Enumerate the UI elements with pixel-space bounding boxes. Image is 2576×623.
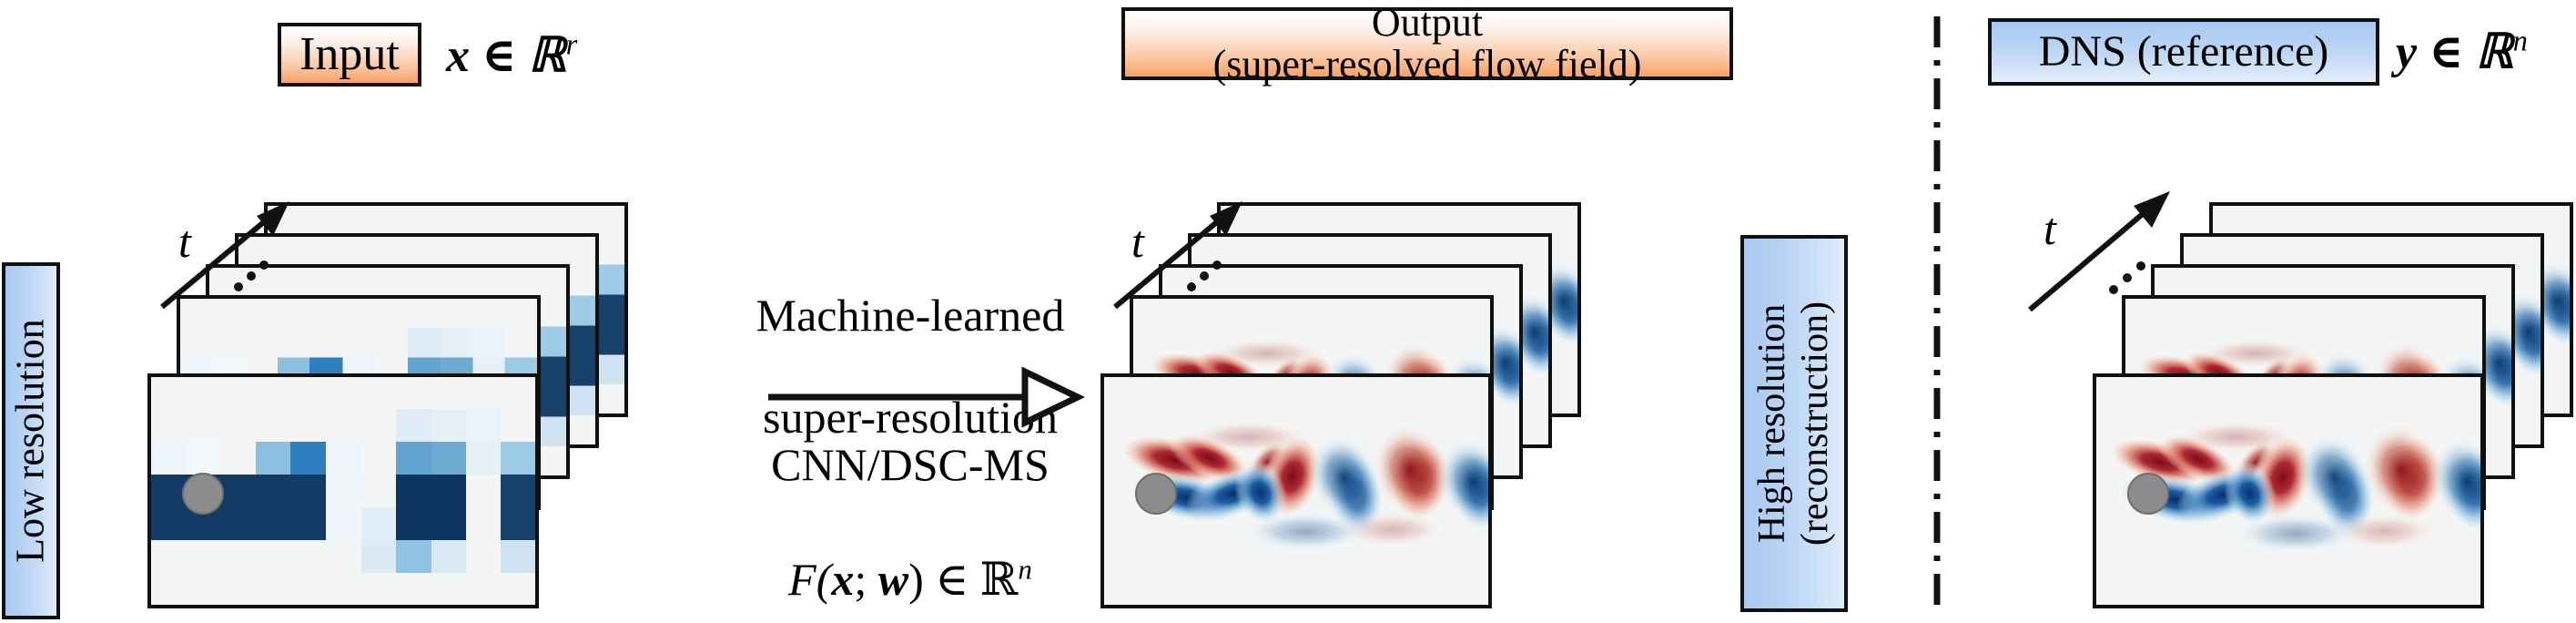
low-resolution-side-label-text: Low resolution bbox=[7, 319, 53, 563]
cylinder-marker-output bbox=[1135, 473, 1177, 515]
high-resolution-side-label: High resolution (reconstruction) bbox=[1740, 235, 1848, 612]
model-formula-w: w bbox=[877, 554, 909, 605]
time-axis-arrow-dns bbox=[2028, 191, 2170, 312]
time-axis-arrow-output bbox=[1113, 201, 1242, 310]
dns-label-box: DNS (reference) bbox=[1988, 18, 2379, 86]
input-math-x: x ∈ ℝ bbox=[446, 30, 566, 82]
dns-frame-1 bbox=[2093, 373, 2484, 608]
input-math: x ∈ ℝr bbox=[446, 27, 577, 83]
time-axis-arrow-lowres bbox=[160, 201, 289, 310]
high-res-line1: High resolution bbox=[1750, 303, 1793, 544]
section-divider bbox=[1933, 16, 1941, 618]
model-formula-mid: ; bbox=[854, 554, 878, 605]
input-math-superscript: r bbox=[565, 27, 578, 61]
dns-math-superscript: n bbox=[2512, 24, 2528, 57]
model-formula-superscript: n bbox=[1018, 553, 1032, 586]
time-label-dns: t bbox=[2044, 203, 2056, 254]
cylinder-marker bbox=[182, 473, 224, 515]
transform-arrow bbox=[768, 366, 1086, 428]
model-formula-suffix: ) ∈ ℝ bbox=[908, 554, 1019, 605]
dns-math-y: y ∈ ℝ bbox=[2396, 26, 2513, 78]
model-formula-x: x bbox=[831, 554, 855, 605]
method-caption-line1: Machine-learned bbox=[756, 290, 1065, 341]
high-res-line2: (reconstruction) bbox=[1794, 301, 1837, 546]
time-label-output: t bbox=[1131, 216, 1144, 267]
output-label-line1: Output bbox=[1371, 0, 1484, 45]
output-label-box: Output (super-resolved flow field) bbox=[1121, 1, 1733, 86]
input-label-box: Input bbox=[278, 23, 421, 87]
cylinder-marker-dns bbox=[2127, 473, 2169, 515]
low-resolution-side-label: Low resolution bbox=[2, 262, 60, 619]
dns-math: y ∈ ℝn bbox=[2396, 24, 2528, 79]
lowres-frame-1 bbox=[147, 373, 539, 608]
output-frame-1 bbox=[1100, 373, 1492, 608]
model-formula: F(x; w) ∈ ℝn bbox=[719, 503, 1101, 605]
model-formula-prefix: F( bbox=[788, 554, 832, 605]
output-label-line2: (super-resolved flow field) bbox=[1212, 42, 1642, 87]
time-label-lowres: t bbox=[178, 216, 191, 267]
model-name: CNN/DSC-MS bbox=[771, 439, 1050, 490]
high-resolution-side-label-text: High resolution (reconstruction) bbox=[1751, 301, 1837, 546]
